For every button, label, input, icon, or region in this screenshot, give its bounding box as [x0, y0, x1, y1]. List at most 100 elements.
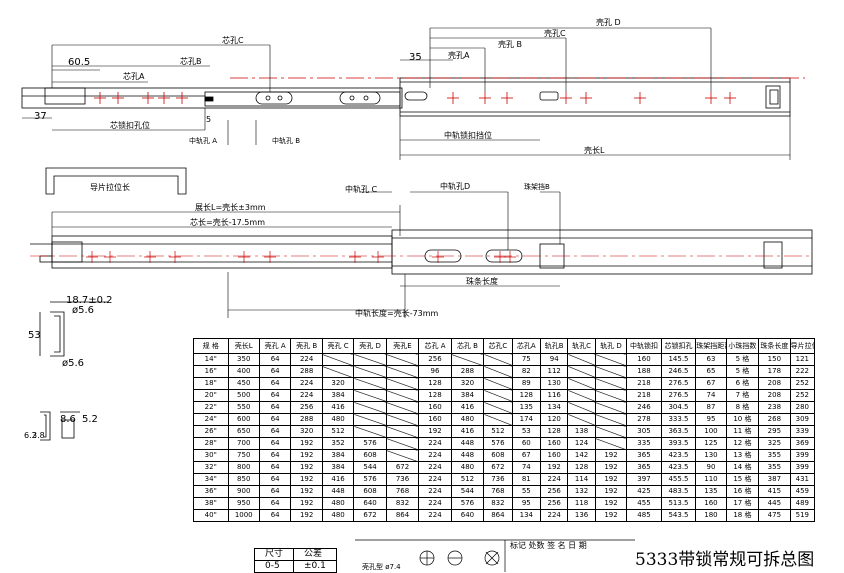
core-rail-top-view: [21, 87, 403, 109]
table-cell: 736: [385, 473, 420, 486]
table-cell: 87: [695, 401, 727, 414]
table-header-cell: 芯孔A: [511, 338, 542, 354]
title-block-marks: 标记 处数 签 名 日 期: [510, 541, 587, 550]
table-cell: 900: [227, 485, 260, 498]
table-cell: 132: [567, 485, 596, 498]
table-cell: 136: [567, 509, 596, 522]
table-cell: 64: [258, 497, 292, 510]
table-cell: 81: [511, 473, 542, 486]
label-core-lock-pos: 芯锁扣孔位: [110, 120, 150, 130]
table-cell: 134: [511, 509, 542, 522]
table-cell: [353, 365, 387, 378]
table-cell: 480: [321, 497, 355, 510]
table-cell: 5 格: [725, 353, 760, 366]
table-cell: 192: [290, 473, 323, 486]
table-cell: 224: [539, 509, 569, 522]
table-cell: 74: [511, 461, 542, 474]
table-cell: 192: [594, 461, 628, 474]
table-cell: 13 格: [725, 449, 760, 462]
table-header-cell: 芯锁扣孔: [660, 338, 697, 354]
table-cell: [450, 353, 485, 366]
table-cell: 288: [450, 365, 485, 378]
table-cell: 16": [193, 365, 229, 378]
table-cell: 63: [695, 353, 727, 366]
table-cell: 246.5: [660, 365, 697, 378]
label-dim-3-8: 3.8: [32, 431, 45, 440]
table-cell: 256: [418, 353, 452, 366]
table-cell: 400: [227, 365, 260, 378]
table-cell: 55: [511, 485, 542, 498]
table-cell: 114: [567, 473, 596, 486]
table-cell: [567, 401, 596, 414]
table-cell: 180: [695, 509, 727, 522]
table-cell: [567, 413, 596, 426]
table-cell: 423.5: [660, 449, 697, 462]
mid-rail-slots-top: [255, 91, 381, 105]
table-cell: 416: [321, 473, 355, 486]
table-header-cell: 壳孔E: [385, 338, 420, 354]
table-cell: 192: [290, 437, 323, 450]
table-cell: 224: [290, 353, 323, 366]
table-cell: 384: [450, 389, 485, 402]
table-cell: 124: [567, 437, 596, 450]
table-cell: 192: [539, 461, 569, 474]
table-cell: 459: [789, 485, 816, 498]
table-cell: 416: [450, 425, 485, 438]
table-cell: [594, 401, 628, 414]
table-cell: 246: [626, 401, 662, 414]
table-cell: 192: [290, 485, 323, 498]
table-cell: 192: [290, 497, 323, 510]
table-cell: 608: [353, 449, 387, 462]
table-header-cell: 壳孔 A: [258, 338, 292, 354]
table-cell: 512: [483, 425, 513, 438]
table-cell: [483, 389, 513, 402]
table-cell: 864: [385, 509, 420, 522]
table-cell: 1000: [227, 509, 260, 522]
table-cell: 224: [290, 377, 323, 390]
table-cell: 384: [321, 461, 355, 474]
table-cell: 11 格: [725, 425, 760, 438]
table-header-cell: 壳长L: [227, 338, 260, 354]
table-cell: 135: [695, 485, 727, 498]
core-holes-top: [94, 92, 188, 104]
label-mid-rail-hole-d: 中轨孔D: [440, 181, 470, 191]
table-cell: 672: [385, 461, 420, 474]
table-cell: 512: [321, 425, 355, 438]
table-cell: 65: [695, 365, 727, 378]
table-cell: 53: [511, 425, 542, 438]
table-cell: 121: [789, 353, 816, 366]
table-cell: 480: [450, 461, 485, 474]
table-cell: 90: [695, 461, 727, 474]
table-cell: [353, 389, 387, 402]
table-cell: 5 格: [725, 365, 760, 378]
label-extended-len: 展长L=壳长±3mm: [195, 202, 266, 212]
table-cell: 544: [353, 461, 387, 474]
label-dim-8-6: 8.6: [60, 414, 76, 425]
table-cell: 489: [789, 497, 816, 510]
table-cell: 352: [321, 437, 355, 450]
table-cell: 18 格: [725, 509, 760, 522]
table-cell: 256: [290, 401, 323, 414]
label-guide-pull-len: 导片拉位长: [90, 182, 130, 192]
table-cell: [594, 377, 628, 390]
table-cell: 399: [789, 449, 816, 462]
table-cell: 280: [789, 401, 816, 414]
table-cell: 512: [450, 473, 485, 486]
table-cell: [483, 401, 513, 414]
assembly-dimension-lines: [51, 191, 561, 318]
table-cell: 64: [258, 365, 292, 378]
label-dim-phi56-top: ø5.6: [72, 305, 94, 316]
table-cell: 64: [258, 413, 292, 426]
table-cell: 238: [758, 401, 791, 414]
table-cell: 224: [418, 497, 452, 510]
table-cell: 256: [539, 497, 569, 510]
table-cell: 208: [758, 389, 791, 402]
tol-h1: 尺寸: [253, 548, 295, 561]
